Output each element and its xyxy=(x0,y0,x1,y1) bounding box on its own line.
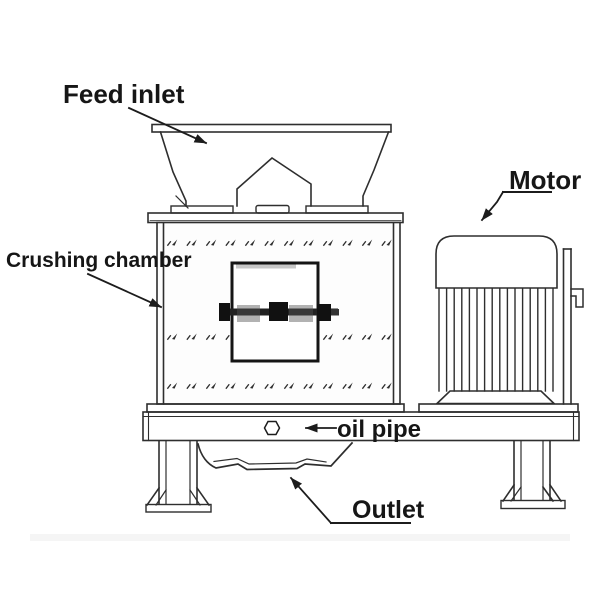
shaft-center-hub xyxy=(269,302,288,321)
rotor-shaft xyxy=(219,302,339,322)
hopper-rim xyxy=(151,123,392,133)
feed-inlet-label: Feed inlet xyxy=(63,79,185,109)
hopper xyxy=(151,123,392,214)
motor-base xyxy=(435,390,556,405)
crushing-chamber-leader-arrow xyxy=(86,272,163,309)
right-leg xyxy=(500,440,566,510)
scan-artifact-band xyxy=(30,534,570,541)
shaft-right-cap xyxy=(317,304,331,321)
feed-inlet-leader-arrow xyxy=(127,106,208,145)
base-frame xyxy=(142,403,580,442)
shaft-right-stub xyxy=(331,309,339,316)
bracket-hook xyxy=(570,288,584,308)
hopper-left-flange xyxy=(170,205,234,214)
motor-leader-arrow xyxy=(480,190,505,222)
annotations xyxy=(86,106,552,525)
shaft-top-cover xyxy=(255,204,290,214)
hopper-right-wall xyxy=(362,130,390,207)
right-foot xyxy=(500,483,566,510)
outlet-leader-arrow xyxy=(289,476,333,525)
left-foot xyxy=(145,486,212,513)
left-leg xyxy=(145,440,212,513)
hopper-right-flange xyxy=(305,205,369,214)
shaft-left-cap xyxy=(219,303,230,321)
top-plate xyxy=(147,212,404,224)
door-scan-smudge xyxy=(236,263,296,269)
feed-distributor-cone xyxy=(236,156,312,207)
hopper-left-wall xyxy=(159,130,187,207)
oil-pipe-label: oil pipe xyxy=(337,416,421,443)
motor-fins xyxy=(438,287,554,392)
motor-label: Motor xyxy=(509,165,581,195)
shaft-smudge-left xyxy=(237,305,260,322)
motor-platform xyxy=(418,403,579,413)
outlet-label: Outlet xyxy=(352,496,425,524)
shaft-smudge-right xyxy=(289,305,313,322)
hex-bolt-icon xyxy=(263,420,281,436)
main-beam xyxy=(142,411,580,442)
chamber-bottom-flange xyxy=(146,403,405,413)
outlet-chute xyxy=(196,441,354,471)
motor-body xyxy=(435,235,584,405)
motor-cap xyxy=(435,235,558,289)
crushing-chamber-label: Crushing chamber xyxy=(6,249,192,272)
motor-bracket-post xyxy=(562,248,572,405)
